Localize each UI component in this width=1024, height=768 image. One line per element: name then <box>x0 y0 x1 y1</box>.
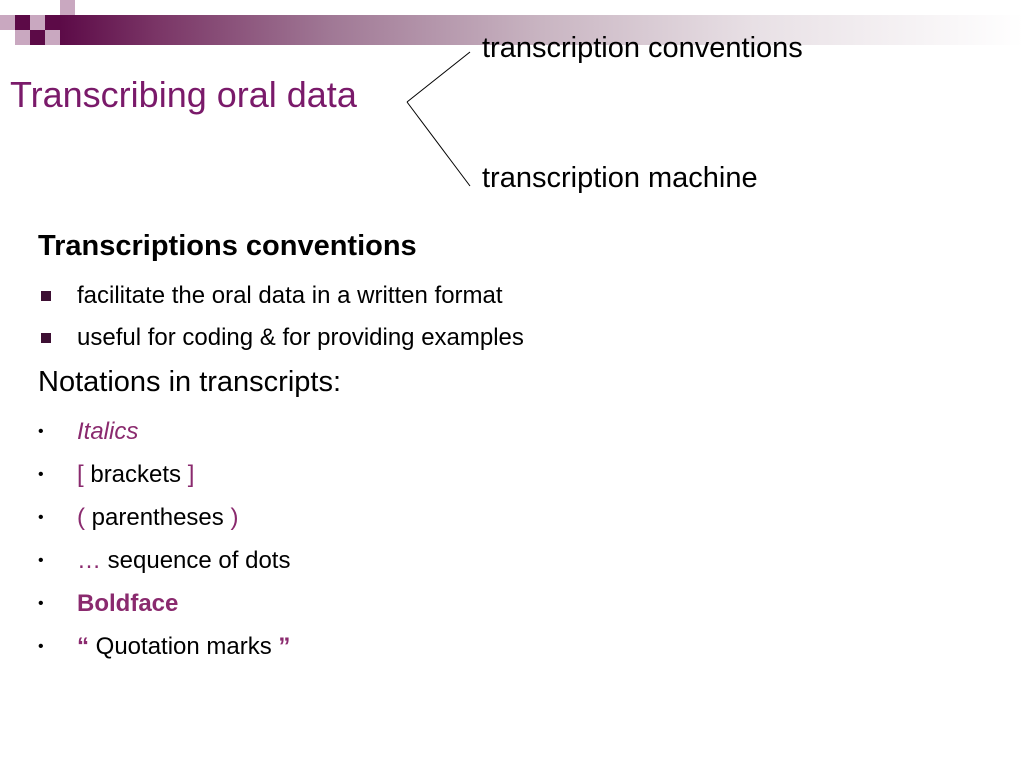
notation-item-dots: • … sequence of dots <box>38 543 290 586</box>
open-quote-mark: “ <box>77 633 89 660</box>
notation-item-brackets: • [ brackets ] <box>38 457 290 500</box>
header-squares-decoration <box>0 0 75 45</box>
close-quote-mark: ” <box>278 633 291 660</box>
slide-title: Transcribing oral data <box>10 74 357 115</box>
square-bullet-icon <box>41 333 51 343</box>
dot-bullet-icon: • <box>38 638 44 655</box>
notations-list: • Italics • [ brackets ] • ( parentheses… <box>38 414 290 672</box>
close-bracket-mark: ] <box>187 461 195 488</box>
brackets-text: brackets <box>83 461 188 488</box>
list-item-text: facilitate the oral data in a written fo… <box>77 282 503 309</box>
dot-bullet-icon: • <box>38 509 44 526</box>
header-gradient-bar <box>60 15 1024 45</box>
list-item-text: useful for coding & for providing exampl… <box>77 324 524 351</box>
notation-item-quotes: • “ Quotation marks ” <box>38 629 290 672</box>
dot-bullet-icon: • <box>38 423 44 440</box>
branch-label-machine: transcription machine <box>482 162 758 194</box>
notation-item-parentheses: • ( parentheses ) <box>38 500 290 543</box>
branch-lines <box>406 51 471 187</box>
notation-item-italics: • Italics <box>38 414 290 457</box>
open-paren-mark: ( <box>77 504 85 531</box>
quotes-text: Quotation marks <box>89 633 279 660</box>
parentheses-text: parentheses <box>85 504 231 531</box>
dot-bullet-icon: • <box>38 552 44 569</box>
notation-italics-text: Italics <box>77 418 139 445</box>
notations-heading: Notations in transcripts: <box>38 366 342 398</box>
square-bullet-icon <box>41 291 51 301</box>
notation-boldface-text: Boldface <box>77 590 179 617</box>
open-bracket-mark: [ <box>77 461 84 488</box>
close-paren-mark: ) <box>230 504 239 531</box>
conventions-list: facilitate the oral data in a written fo… <box>38 278 524 362</box>
notation-item-boldface: • Boldface <box>38 586 290 629</box>
list-item: facilitate the oral data in a written fo… <box>38 278 524 320</box>
dot-bullet-icon: • <box>38 595 44 612</box>
section-heading: Transcriptions conventions <box>38 230 417 262</box>
dots-text: sequence of dots <box>101 547 291 574</box>
dot-bullet-icon: • <box>38 466 44 483</box>
ellipsis-mark: … <box>77 547 101 574</box>
list-item: useful for coding & for providing exampl… <box>38 320 524 362</box>
branch-label-conventions: transcription conventions <box>482 32 803 64</box>
